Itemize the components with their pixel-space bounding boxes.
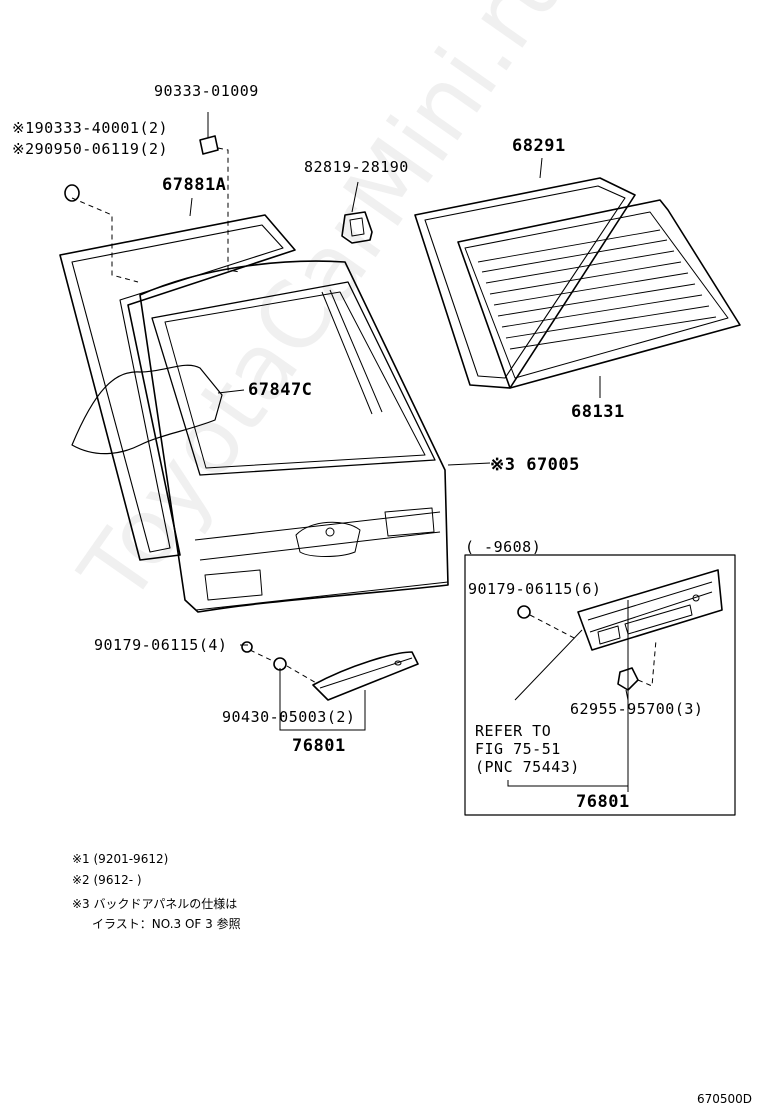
- label-62955-95700: 62955-95700(3): [570, 700, 704, 718]
- grommet-82819-28190: [341, 211, 373, 244]
- weatherstrip-67881A: [59, 214, 296, 561]
- sound-panel-67847C: [71, 364, 223, 455]
- label-67005: ※3 67005: [490, 455, 580, 475]
- diagram-code: 670500D: [697, 1092, 753, 1106]
- clip-90333-01009: [199, 135, 219, 155]
- label-68291: 68291: [512, 136, 566, 156]
- back-window-glass-68131: [457, 199, 741, 389]
- garnish-76801-inset: [577, 569, 723, 651]
- note-2: ※2 (9612- ): [72, 873, 142, 887]
- label-67847C: 67847C: [248, 380, 313, 400]
- label-90430-05003: 90430-05003(2): [222, 708, 356, 726]
- inset-box: [464, 554, 736, 816]
- refer-line-3: (PNC 75443): [475, 758, 580, 776]
- label-76801-left: 76801: [292, 736, 346, 756]
- label-90179-06115-4: 90179-06115(4): [94, 636, 228, 654]
- label-82819-28190: 82819-28190: [304, 158, 409, 176]
- label-90333-01009: 90333-01009: [154, 82, 259, 100]
- refer-line-2: FIG 75-51: [475, 740, 561, 758]
- note-3-line-1: ※3 バックドアパネルの仕様は: [72, 897, 238, 911]
- label-67881A: 67881A: [162, 175, 227, 195]
- refer-line-1: REFER TO: [475, 722, 552, 740]
- cap-90333-40001: [64, 184, 80, 202]
- label-90950-06119: ※290950-06119(2): [12, 140, 169, 158]
- inset-range: ( -9608): [465, 538, 542, 556]
- note-1: ※1 (9201-9612): [72, 852, 169, 866]
- label-68131: 68131: [571, 402, 625, 422]
- nut-90179-inset: [517, 605, 531, 619]
- glass-weatherstrip-68291: [414, 177, 636, 389]
- back-door-panel-67005: [139, 260, 449, 613]
- label-90333-40001: ※190333-40001(2): [12, 119, 169, 137]
- nut-90179-left: [241, 641, 253, 653]
- garnish-76801-left: [312, 651, 419, 701]
- label-76801-right: 76801: [576, 792, 630, 812]
- note-3-line-2: イラスト：NO.3 OF 3 参照: [92, 917, 241, 931]
- label-90179-06115-6: 90179-06115(6): [468, 580, 602, 598]
- clip-62955-95700: [617, 667, 639, 691]
